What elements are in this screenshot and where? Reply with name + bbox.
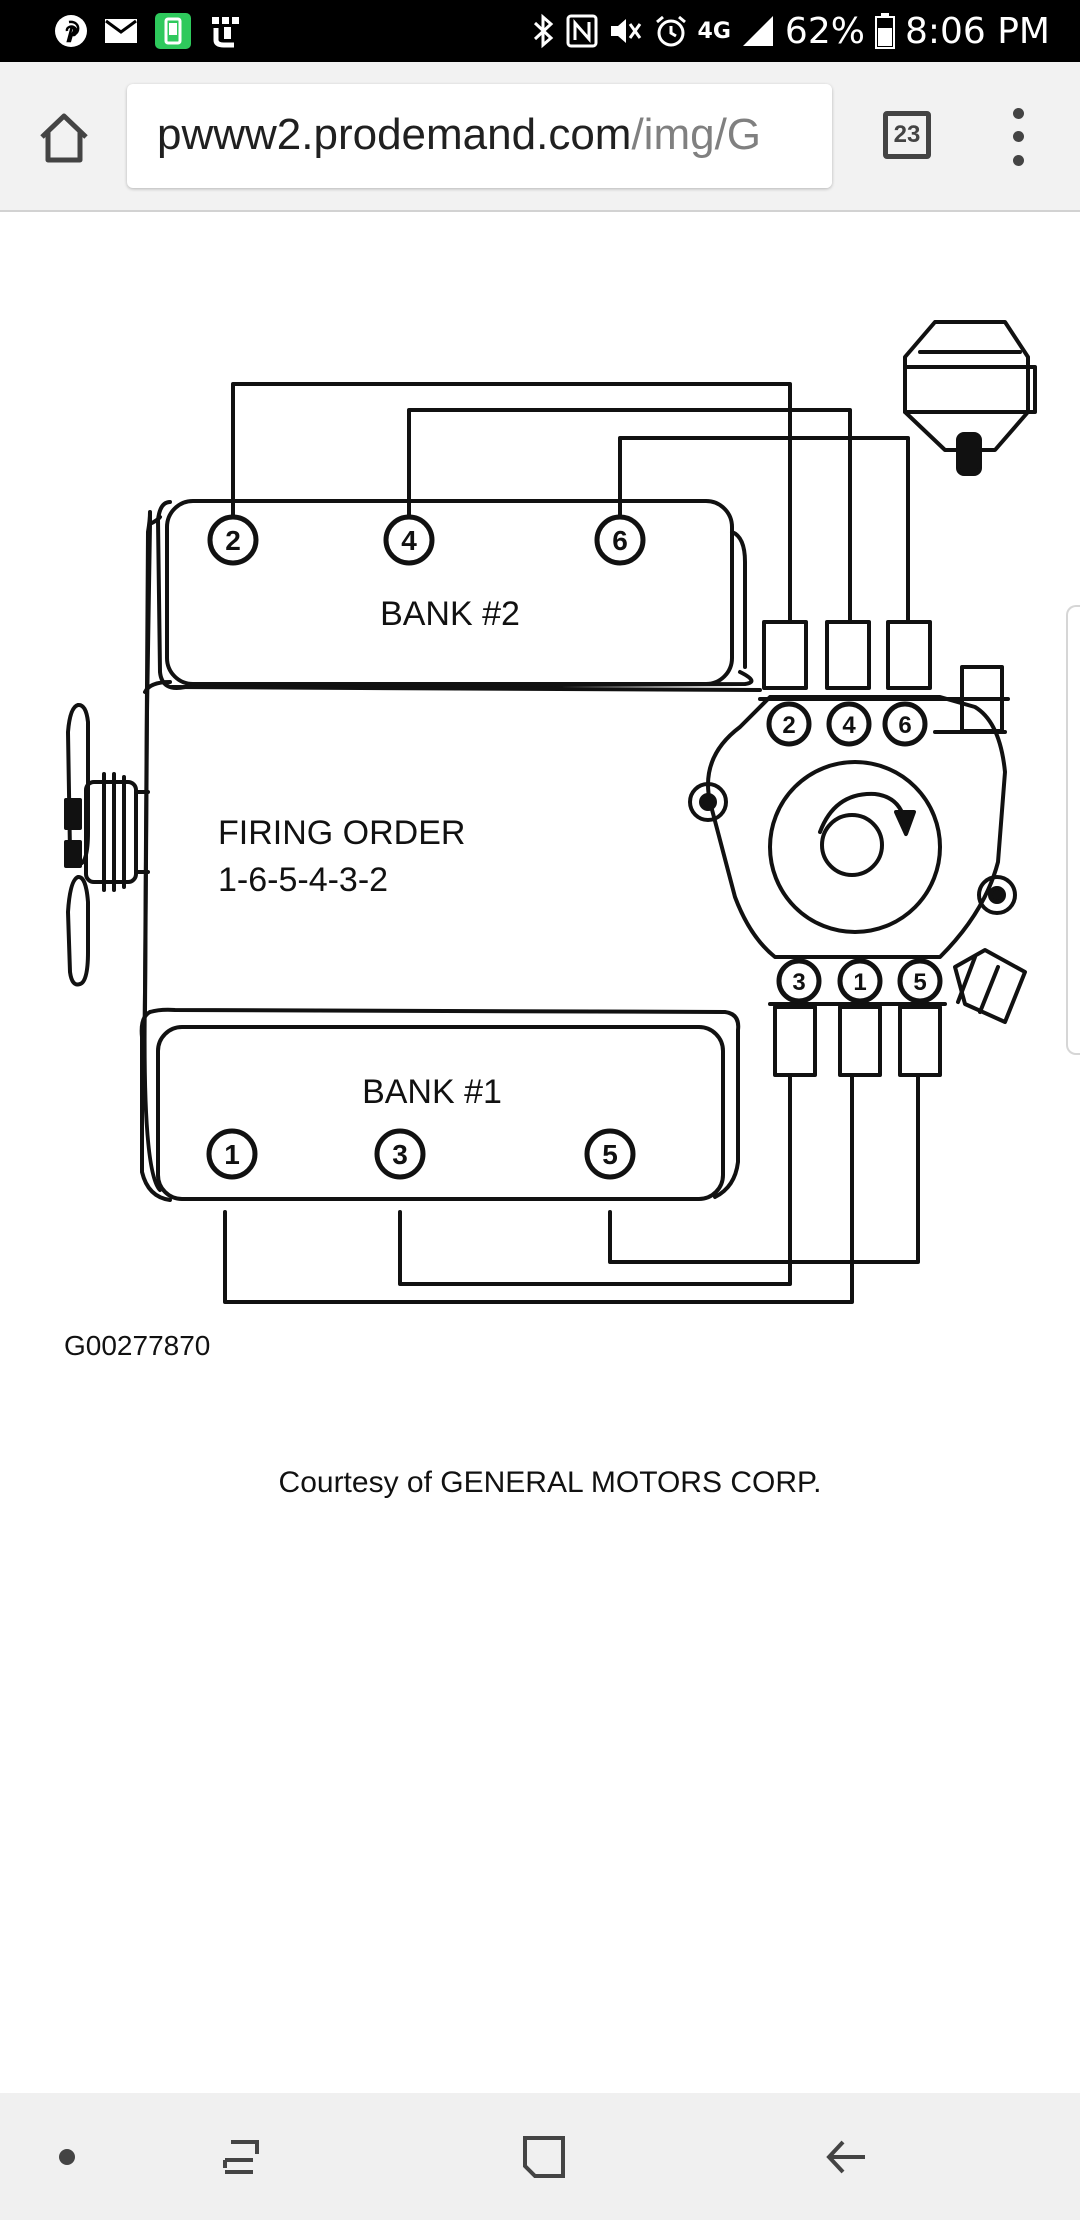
distributor-body: [706, 695, 1007, 959]
bank1-cover: [156, 1025, 725, 1201]
url-text: pwww2.prodemand.com/img/G: [157, 110, 761, 160]
fan-blade-bottom: [66, 875, 90, 987]
cap-terminal-label: 5: [913, 969, 926, 996]
status-bar: 4G 62% 8:06 PM: [0, 0, 1080, 62]
cap-terminal-label: 6: [898, 712, 911, 739]
firing-order-value: 1-6-5-4-3-2: [218, 861, 388, 899]
cap-terminal-label: 2: [782, 712, 795, 739]
home-button[interactable]: [30, 104, 98, 172]
bank2-cyl-label: 4: [401, 525, 417, 556]
bank1-cyl-label: 5: [602, 1139, 618, 1170]
cap-terminal-label: 1: [853, 969, 866, 996]
firing-order-title: FIRING ORDER: [218, 814, 465, 852]
mail-icon: [105, 19, 137, 43]
menu-dot-icon: [1012, 131, 1024, 143]
back-button[interactable]: [810, 2121, 882, 2193]
wire-cyl4: [407, 408, 852, 624]
phone-app-icon: [155, 13, 191, 49]
home-nav-button[interactable]: [508, 2121, 580, 2193]
wire-cyl1: [223, 1073, 854, 1304]
bank2-cyl-label: 2: [225, 525, 241, 556]
url-host: pwww2.prodemand.com: [157, 110, 632, 159]
bank1-label: BANK #1: [362, 1073, 502, 1111]
menu-dot-icon: [1012, 108, 1024, 120]
bank2-cyl-label: 6: [612, 525, 628, 556]
dot-icon: [59, 2149, 75, 2165]
ignition-coil: [903, 320, 1030, 452]
tab-switcher-button[interactable]: 23: [883, 111, 931, 159]
tab-count: 23: [893, 121, 921, 148]
alarm-icon: [655, 15, 686, 47]
wire-cyl6: [618, 436, 910, 624]
home-square-icon: [523, 2136, 565, 2178]
address-bar[interactable]: pwww2.prodemand.com/img/G: [127, 84, 832, 188]
recents-icon: [223, 2140, 259, 2174]
menu-dot-icon: [1012, 154, 1024, 166]
nfc-icon: [566, 14, 598, 48]
rogers-icon: [212, 17, 239, 48]
rotor-inner: [820, 813, 884, 877]
back-icon: [826, 2140, 865, 2174]
system-nav-bar: [0, 2093, 1080, 2220]
cap-terminal-label: 3: [792, 969, 805, 996]
browser-toolbar: pwww2.prodemand.com/img/G 23: [0, 62, 1080, 212]
bank1-cyl-label: 1: [224, 1139, 240, 1170]
pinterest-icon: [55, 15, 87, 47]
cap-terminal-label: 4: [842, 712, 856, 739]
mute-icon: [610, 19, 641, 43]
recents-button[interactable]: [206, 2121, 278, 2193]
home-icon: [40, 113, 88, 163]
overflow-menu-button[interactable]: [998, 102, 1038, 172]
bank1-cyl-label: 3: [392, 1139, 408, 1170]
rotor-outer: [768, 760, 942, 934]
bank2-cover: [165, 499, 734, 686]
figure-id: G00277870: [64, 1330, 211, 1361]
pulley: [84, 780, 138, 884]
clock: 8:06 PM: [904, 10, 1050, 52]
url-fade: [762, 84, 832, 188]
firing-order-diagram: 2 4 6 1 3 5 2 4 6 3 1 5 BANK #2 BANK #1 …: [64, 320, 1037, 1304]
wire-cyl5: [608, 1073, 920, 1264]
bank2-label: BANK #2: [380, 595, 520, 633]
battery-icon: [874, 13, 895, 49]
signal-icon: [742, 16, 773, 46]
url-path: /img/G: [631, 110, 762, 159]
scroll-handle[interactable]: [1066, 605, 1080, 1055]
bluetooth-icon: [533, 13, 553, 49]
nav-dot-button[interactable]: [31, 2121, 103, 2193]
battery-percent: 62%: [784, 10, 865, 52]
bank2-head: [156, 500, 754, 690]
network-type: 4G: [697, 18, 731, 44]
rotation-arrow: [818, 791, 907, 834]
wire-cyl3: [398, 1073, 792, 1286]
image-caption: Courtesy of GENERAL MOTORS CORP.: [278, 1466, 822, 1499]
wire-cyl2: [231, 382, 792, 624]
